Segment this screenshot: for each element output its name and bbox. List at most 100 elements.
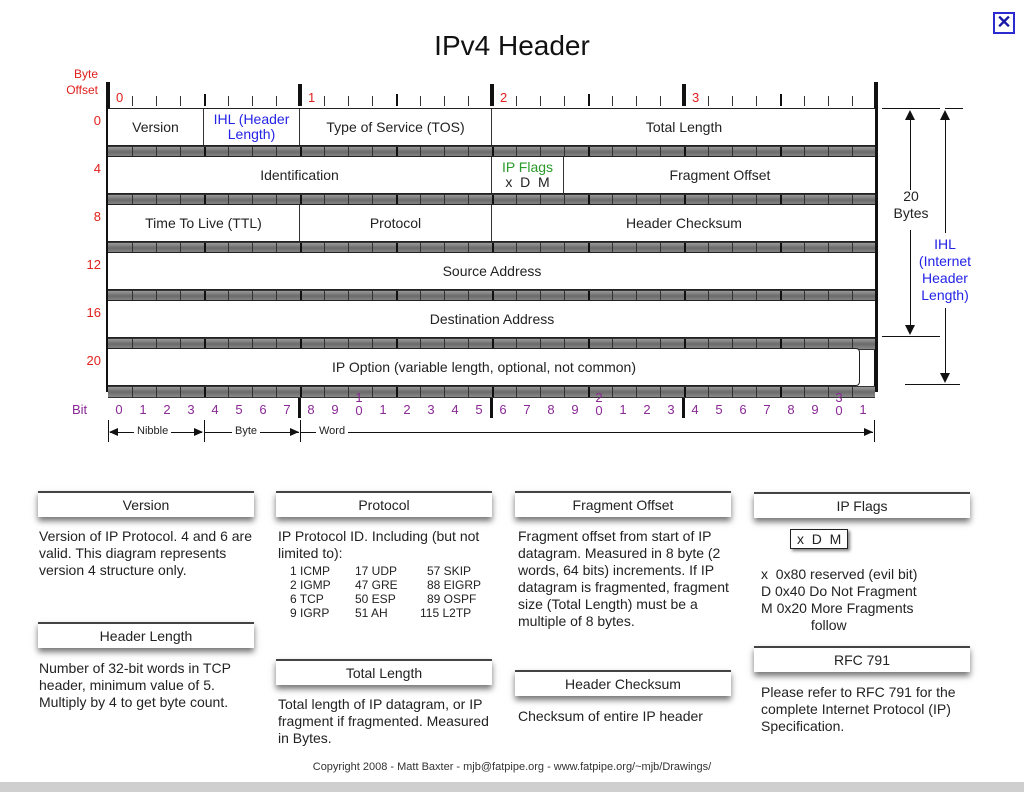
flag-bits: x D M (505, 174, 550, 190)
field-version: Version (108, 109, 204, 145)
bit-strip (108, 386, 875, 398)
bit-number: 3 0 (835, 390, 843, 418)
protocol-item: 50 ESP (355, 592, 396, 606)
byte-divider (490, 394, 493, 418)
bit-number: 5 (475, 402, 483, 417)
legend-header-length-text: Number of 32-bit words in TCP header, mi… (39, 660, 231, 710)
bit-number: 3 (427, 402, 435, 417)
ip-flag-item: M 0x20 More Fragments follow (761, 600, 914, 633)
close-button[interactable]: ✕ (993, 12, 1015, 34)
byte-divider (298, 394, 301, 418)
protocol-item: 47 GRE (355, 578, 398, 592)
bit-number: 1 (619, 402, 627, 417)
field-label: Identification (260, 166, 339, 183)
protocol-item: 89 OSPF (427, 592, 477, 606)
bit-number: 2 (403, 402, 411, 417)
protocol-list-col-3: 57 SKIP 88 EIGRP 89 OSPF 115 L2TP (420, 564, 490, 620)
bit-number: 6 (499, 402, 507, 417)
protocol-item: 1 ICMP (290, 564, 331, 578)
bit-tick (180, 96, 181, 106)
bit-number: 1 (859, 402, 867, 417)
field-identification: Identification (108, 157, 492, 193)
bottom-scrollbar[interactable] (0, 782, 1024, 792)
bit-number: 4 (451, 402, 459, 417)
field-ihl-header-length: IHL (Header Length) (204, 109, 300, 145)
field-source-address: Source Address (108, 253, 876, 289)
bit-number: 2 0 (595, 390, 603, 418)
bit-number: 3 (667, 402, 675, 417)
bit-tick (396, 94, 398, 106)
bit-tick (804, 96, 805, 106)
legend-total-length-header: Total Length (276, 659, 492, 685)
bit-tick (420, 96, 421, 106)
protocol-item: 51 AH (355, 606, 388, 620)
bit-number: 2 (643, 402, 651, 417)
field-protocol: Protocol (300, 205, 492, 241)
bit-number: 3 (187, 402, 195, 417)
bit-tick (780, 94, 782, 106)
ip-flag-item: D 0x40 Do Not Fragment (761, 583, 917, 599)
bit-number: 7 (523, 402, 531, 417)
copyright-footer: Copyright 2008 - Matt Baxter - mjb@fatpi… (312, 761, 712, 773)
byte-divider (490, 84, 494, 106)
legend-version-text: Version of IP Protocol. 4 and 6 are vali… (39, 528, 252, 578)
bit-number: 4 (211, 402, 219, 417)
field-destination-address: Destination Address (108, 301, 876, 337)
row-offset: 20 (86, 353, 101, 368)
bit-number: 6 (259, 402, 267, 417)
row-offset: 16 (86, 305, 101, 320)
row-offset: 8 (93, 209, 101, 224)
protocol-item: 6 TCP (290, 592, 324, 606)
bit-tick (468, 96, 469, 106)
bit-tick (252, 96, 253, 106)
legend-header-checksum-header: Header Checksum (515, 670, 731, 696)
row-offset: 4 (93, 161, 101, 176)
bit-number: 9 (811, 402, 819, 417)
bit-number: 1 0 (355, 390, 363, 418)
bit-number: 1 (379, 402, 387, 417)
twenty-bytes-annotation: 20 Bytes (882, 108, 942, 338)
legend-fragment-offset-header: Fragment Offset (515, 491, 731, 517)
frame-bar (874, 82, 878, 392)
byte-number: 0 (116, 90, 124, 105)
bit-tick (372, 96, 373, 106)
bit-number: 9 (571, 402, 579, 417)
bit-tick (228, 96, 229, 106)
field-time-to-live-ttl: Time To Live (TTL) (108, 205, 300, 241)
bit-number: 5 (715, 402, 723, 417)
bit-tick (756, 96, 757, 106)
legend-rfc-text: Please refer to RFC 791 for the complete… (761, 684, 956, 734)
byte-divider (682, 84, 686, 106)
byte-divider (682, 394, 685, 418)
bit-number: 8 (307, 402, 315, 417)
bit-number: 1 (139, 402, 147, 417)
field-header-checksum: Header Checksum (492, 205, 876, 241)
protocol-item: 57 SKIP (427, 564, 472, 578)
field-label: Time To Live (TTL) (145, 214, 262, 231)
bit-tick (444, 96, 445, 106)
legend-rfc-header: RFC 791 (754, 646, 970, 672)
byte-divider (298, 84, 302, 106)
protocol-list-col-2: 17 UDP 47 GRE 50 ESP 51 AH (355, 564, 415, 620)
row-offset: 0 (93, 113, 101, 128)
field-label: Total Length (645, 118, 723, 135)
field-label: Destination Address (429, 310, 555, 327)
bit-tick (324, 96, 325, 106)
legend-protocol-header: Protocol (276, 491, 492, 517)
ihl-annotation: IHL (Internet Header Length) (905, 108, 985, 386)
field-label: Fragment Offset (669, 166, 771, 183)
protocol-item: 115 L2TP (420, 606, 472, 620)
bit-number: 0 (115, 402, 123, 417)
protocol-list-col-1: 1 ICMP 2 IGMP 6 TCP 9 IGRP (290, 564, 346, 620)
row-offset: 12 (86, 257, 101, 272)
bit-tick (588, 94, 590, 106)
bit-number: 4 (691, 402, 699, 417)
bit-tick (852, 96, 853, 106)
bit-tick (516, 96, 517, 106)
close-icon: ✕ (996, 12, 1012, 32)
legend-header-checksum-text: Checksum of entire IP header (518, 708, 703, 724)
bit-number: 2 (163, 402, 171, 417)
